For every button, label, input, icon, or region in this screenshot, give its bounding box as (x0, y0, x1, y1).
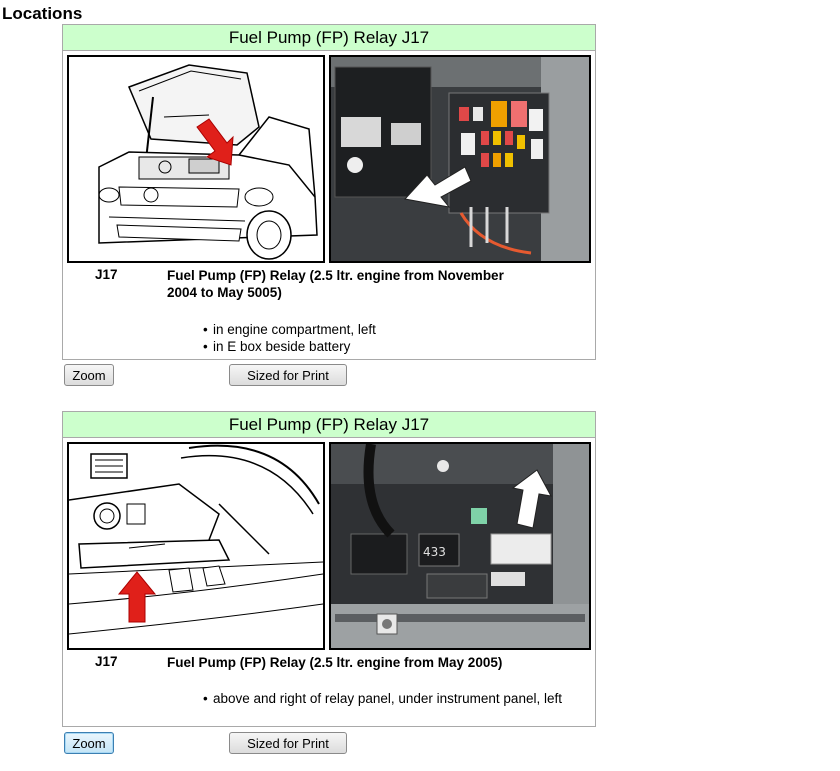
location-list-1: in engine compartment, left in E box bes… (203, 321, 573, 355)
panel-header-2: Fuel Pump (FP) Relay J17 (63, 412, 595, 438)
relay-panel-photo: 433 (329, 442, 591, 650)
fuse-box-photo-icon (331, 57, 589, 261)
dashboard-drawing (67, 442, 325, 650)
panel-header-1: Fuel Pump (FP) Relay J17 (63, 25, 595, 51)
fuse-box-photo (329, 55, 591, 263)
dashboard-drawing-icon (69, 444, 323, 648)
component-code-1: J17 (95, 267, 118, 282)
car-drawing-icon (69, 57, 323, 261)
zoom-button-2[interactable]: Zoom (64, 732, 114, 754)
component-description-1: Fuel Pump (FP) Relay (2.5 ltr. engine fr… (167, 268, 504, 300)
list-item: above and right of relay panel, under in… (203, 690, 563, 707)
location-panel-1: Fuel Pump (FP) Relay J17 (62, 24, 596, 360)
component-code-2: J17 (95, 654, 118, 669)
location-panel-2: Fuel Pump (FP) Relay J17 (62, 411, 596, 727)
zoom-button-1[interactable]: Zoom (64, 364, 114, 386)
list-item: in engine compartment, left (203, 321, 573, 338)
car-engine-drawing (67, 55, 325, 263)
component-description-2: Fuel Pump (FP) Relay (2.5 ltr. engine fr… (167, 655, 503, 670)
list-item: in E box beside battery (203, 338, 573, 355)
page-title: Locations (2, 4, 83, 23)
sized-for-print-button-1[interactable]: Sized for Print (229, 364, 347, 386)
location-list-2: above and right of relay panel, under in… (203, 690, 563, 707)
relay-number-label: 433 (423, 545, 446, 559)
relay-panel-photo-icon: 433 (331, 444, 589, 648)
sized-for-print-button-2[interactable]: Sized for Print (229, 732, 347, 754)
